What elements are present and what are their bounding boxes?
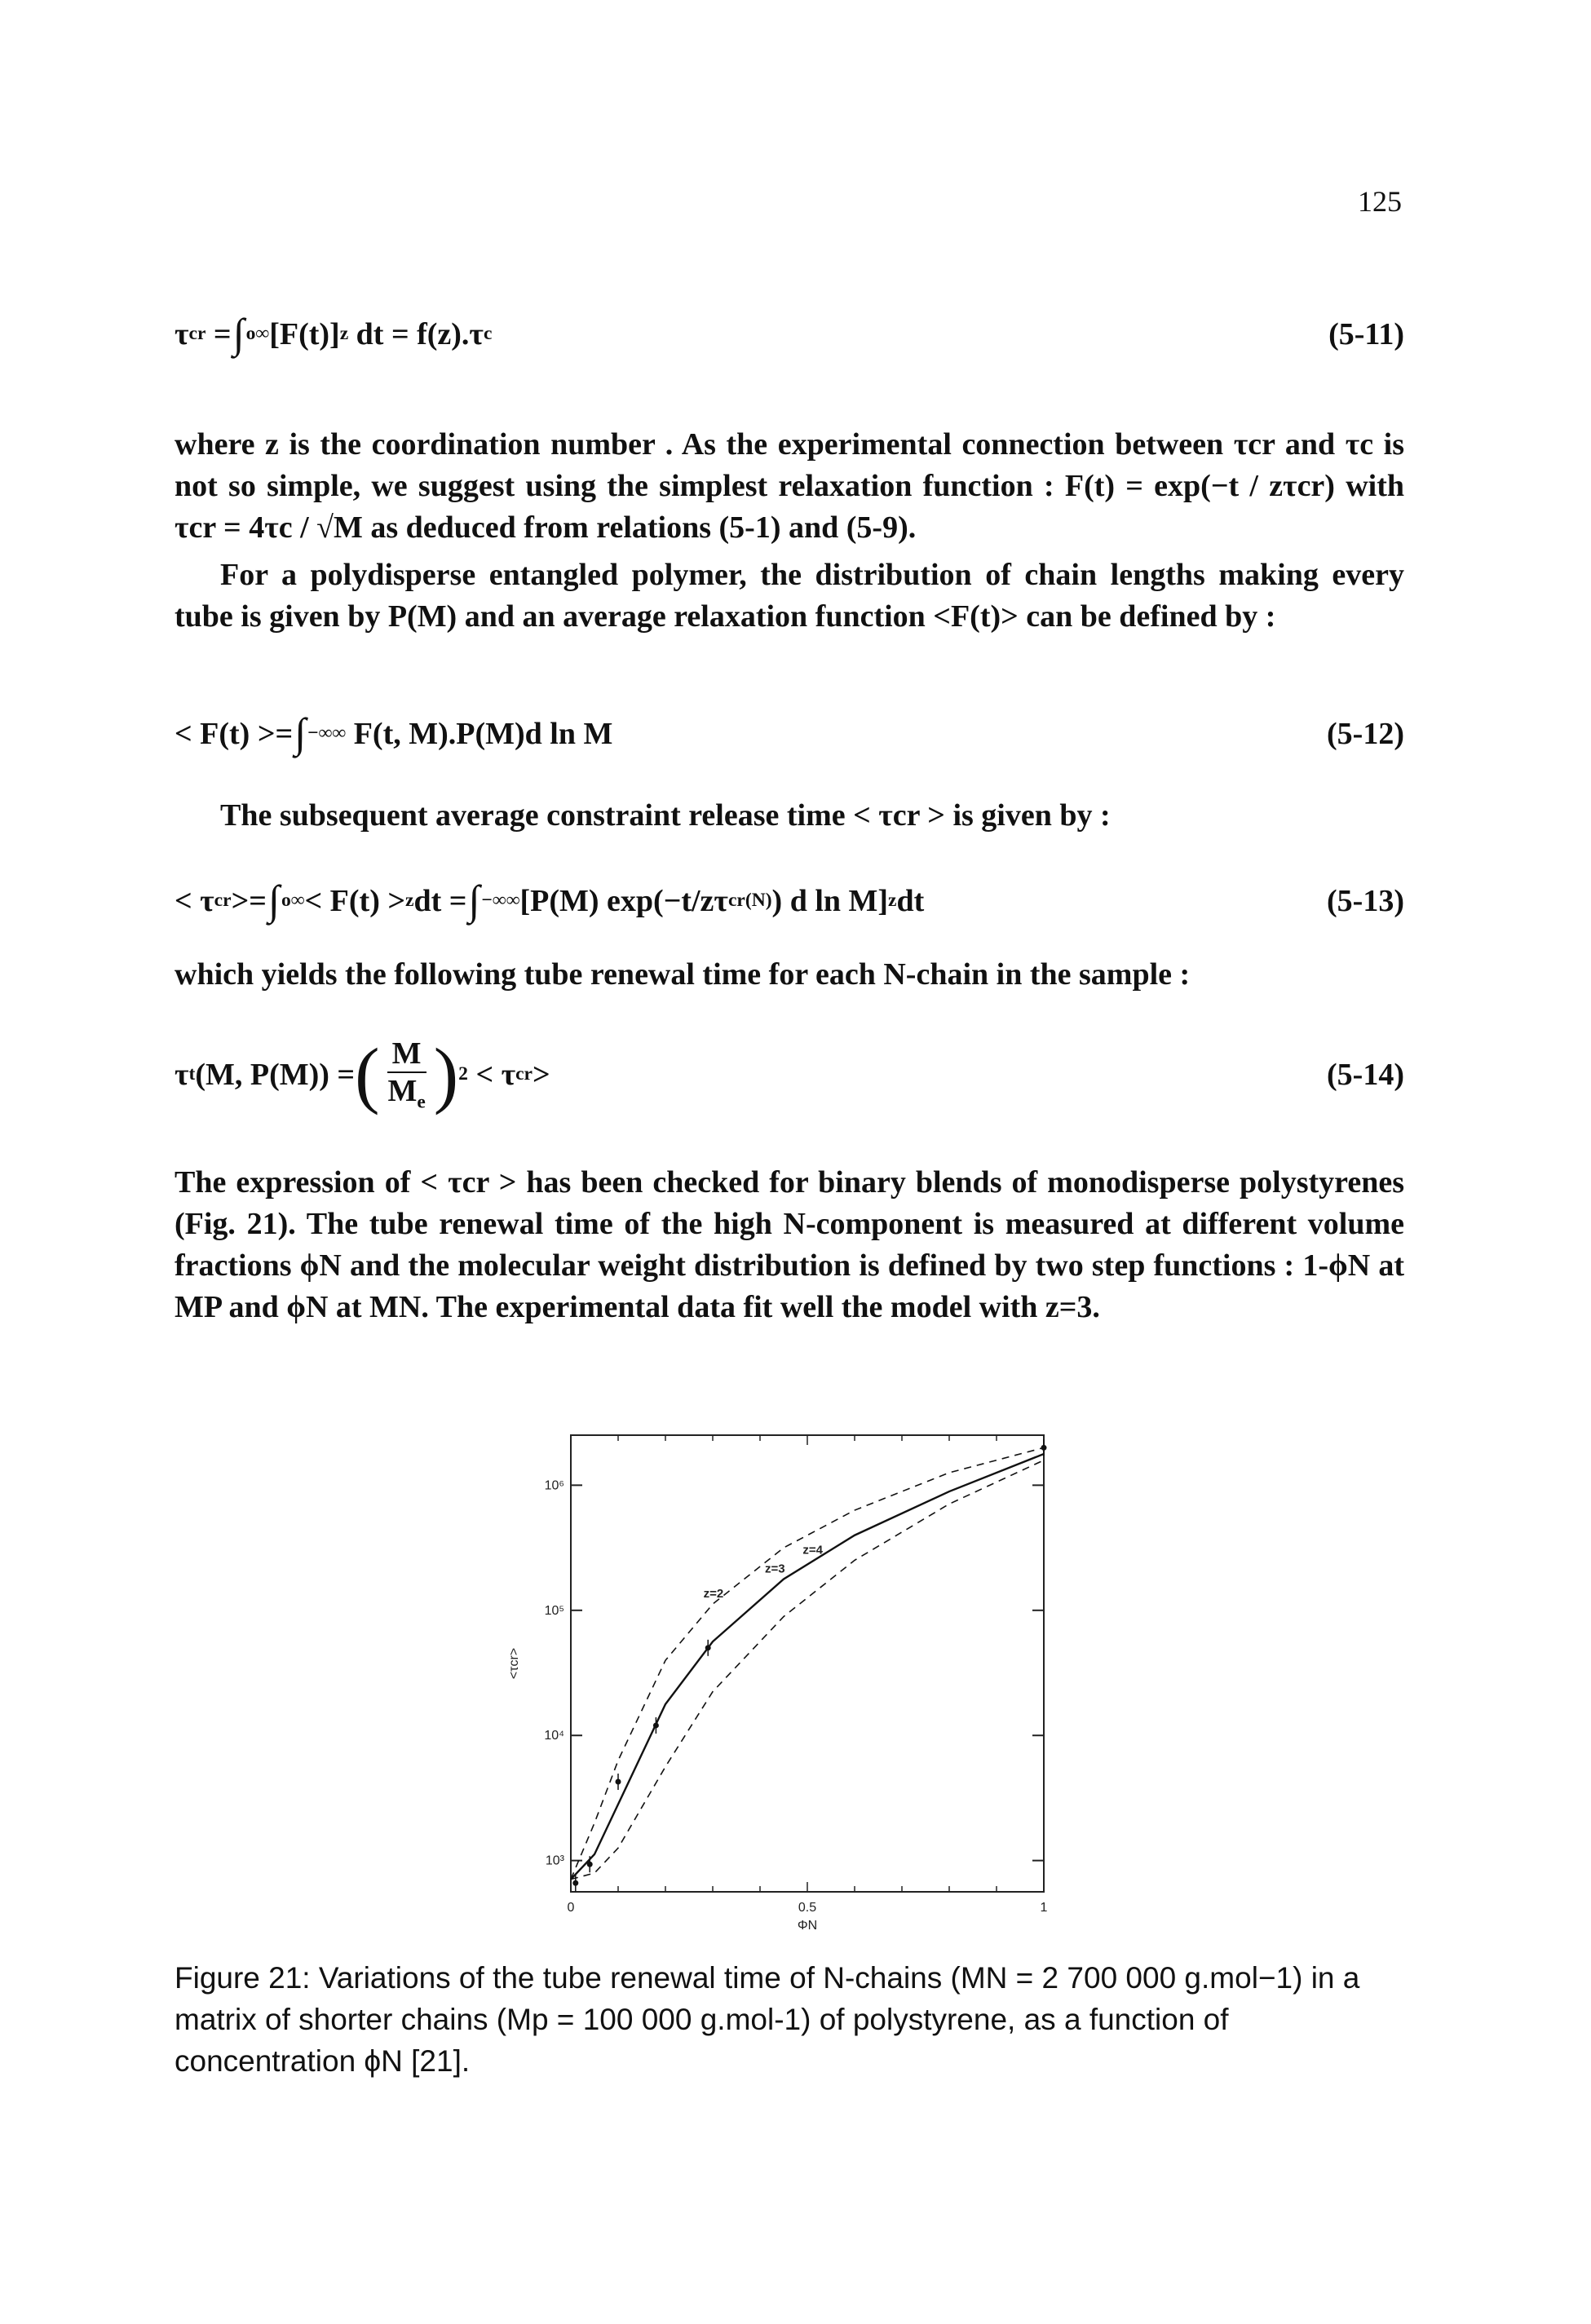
series-label: z=4 [802,1543,823,1557]
y-tick-label: 10⁴ [544,1729,564,1743]
paragraph: The subsequent average constraint releas… [220,798,1111,833]
data-point [1041,1444,1047,1451]
data-point [652,1722,659,1729]
series-line-z4 [570,1459,1045,1880]
equation-number: (5-13) [1327,883,1404,918]
figure-caption: Figure 21: Variations of the tube renewa… [175,1961,1360,2078]
y-tick-label: 10³ [546,1854,565,1868]
x-tick-label: 0 [568,1901,575,1915]
equation-number: (5-12) [1327,716,1404,751]
series-label: z=2 [704,1587,724,1601]
chart-svg: 10³ 10⁴ 10⁵ 10⁶ 0 0.5 1ΦN <τcr> z=2 z=3 z=4 [507,1434,1048,1933]
y-tick-label: 10⁶ [545,1478,564,1492]
paragraph: For a polydisperse entangled polymer, th… [175,558,1404,634]
x-tick-label: 1 [1041,1901,1048,1915]
equation-number: (5-11) [1328,316,1404,351]
data-point [705,1645,711,1651]
equation-number: (5-14) [1327,1057,1404,1092]
paragraph: where z is the coordination number . As … [175,427,1404,545]
x-axis-label: ΦN [798,1919,817,1933]
equation-5-12: < F(t) >= ∫−∞∞ F(t, M).P(M)d ln M (5-12) [175,710,1404,757]
x-tick-label: 0.5 [798,1901,816,1915]
data-point [615,1778,621,1785]
paragraph: The expression of < τcr > has been check… [175,1165,1404,1324]
data-point [586,1861,593,1867]
y-axis-label: <τcr> [507,1648,521,1679]
series-line-z2 [570,1447,1045,1880]
paragraph: which yields the following tube renewal … [175,957,1191,992]
plot-frame [570,1434,1045,1893]
series-label: z=3 [765,1562,785,1575]
y-tick-label: 10⁵ [545,1604,564,1618]
series-line-z3 [570,1452,1045,1880]
data-point [572,1880,579,1886]
page-number: 125 [1358,185,1402,218]
